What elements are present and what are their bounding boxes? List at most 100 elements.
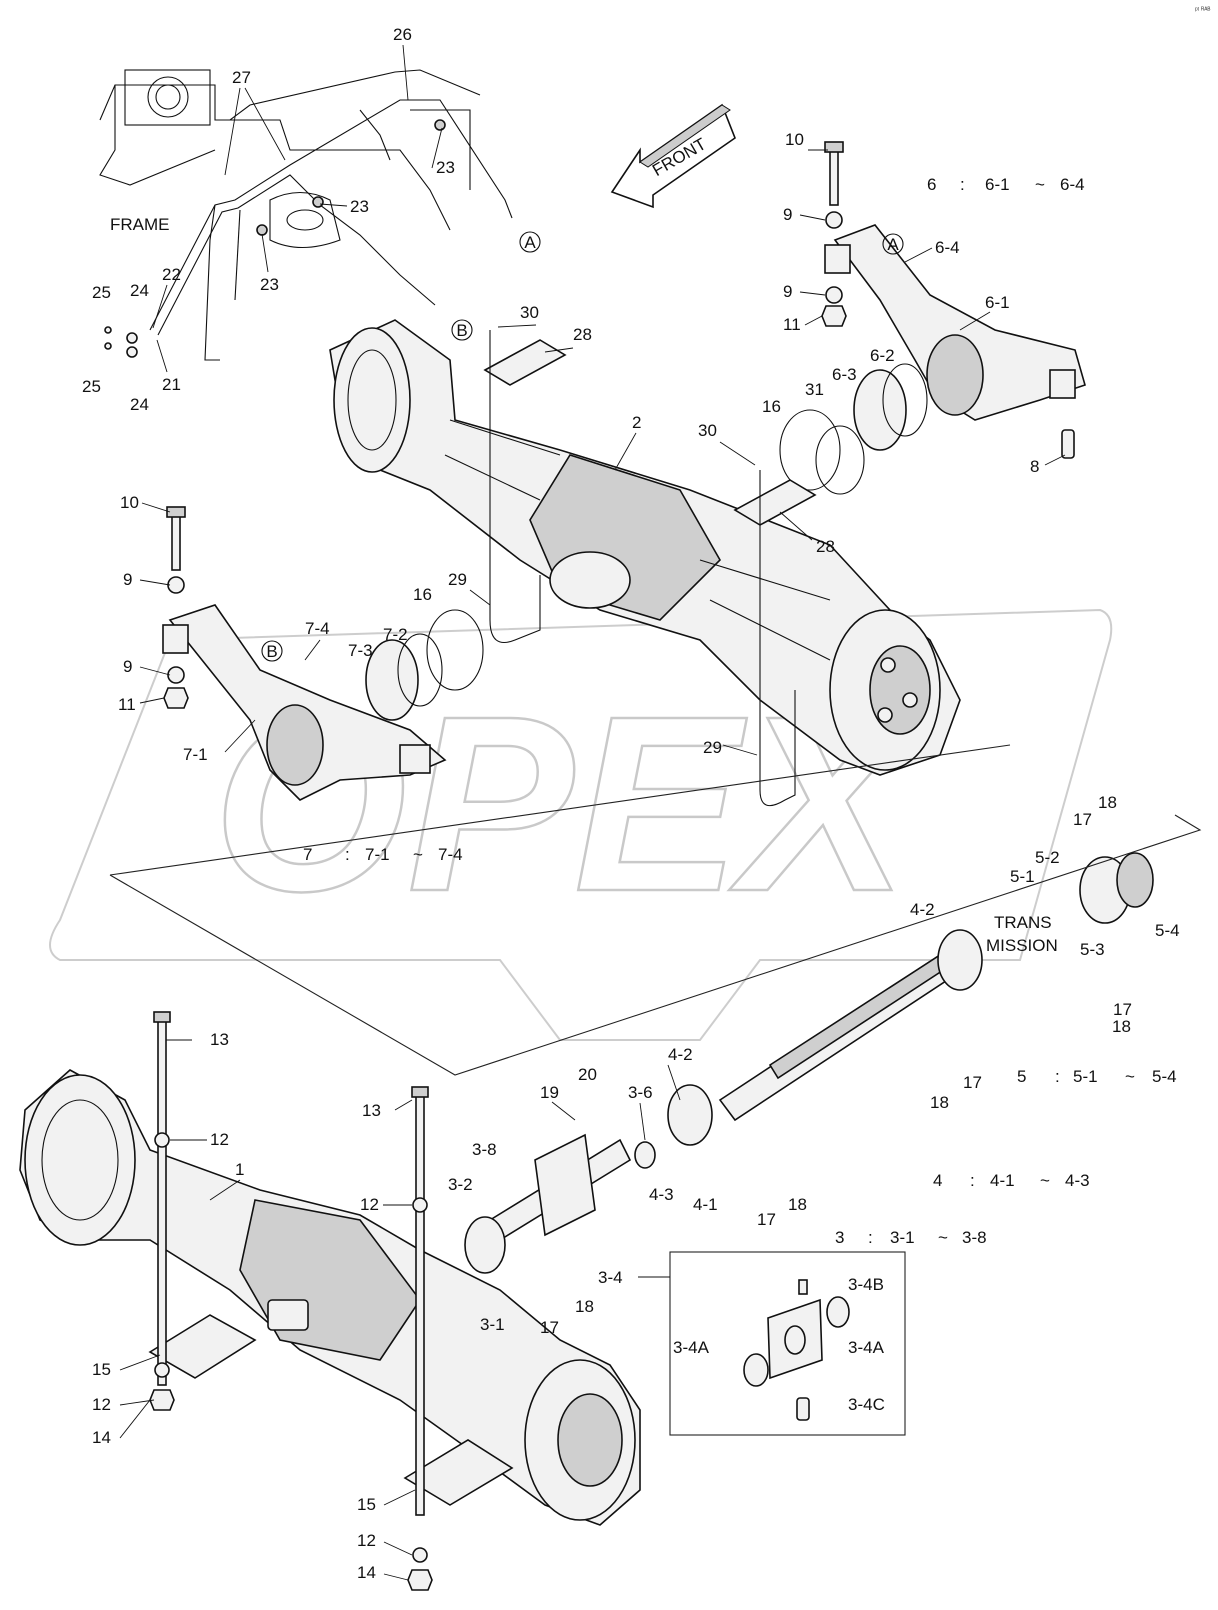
callout-17e: 17 — [540, 1318, 559, 1337]
kit-note-4-from: 4-1 — [990, 1171, 1015, 1190]
callout-5-3: 5-3 — [1080, 940, 1105, 959]
callout-12b: 12 — [92, 1395, 111, 1414]
brake-lines — [149, 99, 513, 336]
connector-b-label-1: B — [456, 321, 467, 340]
callout-18e: 18 — [575, 1297, 594, 1316]
callout-6-3: 6-3 — [832, 365, 857, 384]
support-bracket-7-1 — [162, 506, 447, 801]
callout-31: 31 — [805, 380, 824, 399]
kit-note-6-to: 6-4 — [1060, 175, 1085, 194]
callout-2: 2 — [632, 413, 641, 432]
callout-23a: 23 — [436, 158, 455, 177]
callout-14a: 14 — [92, 1428, 111, 1447]
kit-frame-line-1 — [109, 814, 1202, 1076]
kit-note-3-to: 3-8 — [962, 1228, 987, 1247]
callout-14b: 14 — [357, 1563, 376, 1582]
callout-3-4b: 3-4B — [848, 1275, 884, 1294]
kit-note-6-assy: 6 — [927, 175, 936, 194]
callout-17a: 17 — [1073, 810, 1092, 829]
kit-note-7-tilde: ~ — [413, 845, 423, 864]
drive-shaft-4 — [667, 929, 983, 1146]
callout-5-1: 5-1 — [1010, 867, 1035, 886]
kit-note-5-to: 5-4 — [1152, 1067, 1177, 1086]
coupling-5 — [1079, 852, 1154, 924]
callout-19: 19 — [540, 1083, 559, 1102]
callout-3-6: 3-6 — [628, 1083, 653, 1102]
callout-7-4: 7-4 — [305, 619, 330, 638]
callout-30a: 30 — [520, 303, 539, 322]
u-bolt-29b — [759, 470, 796, 807]
callout-12d: 12 — [357, 1531, 376, 1550]
kit-frame-line-2 — [109, 744, 1011, 876]
callout-8: 8 — [1030, 457, 1039, 476]
callout-16a: 16 — [762, 397, 781, 416]
callout-6-2: 6-2 — [870, 346, 895, 365]
callout-4-1: 4-1 — [693, 1195, 718, 1214]
connector-a-label-1: A — [524, 233, 536, 252]
kit-note-3-from: 3-1 — [890, 1228, 915, 1247]
bushings-and-seals — [365, 363, 928, 721]
kit-note-6-from: 6-1 — [985, 175, 1010, 194]
front-direction-arrow: FRONT — [610, 103, 736, 209]
callout-4-2a: 4-2 — [910, 900, 935, 919]
connector-a-label-2: A — [887, 235, 899, 254]
callout-labels: 26 27 23 23 23 22 21 24 24 25 25 30 28 2… — [82, 25, 1180, 1582]
callout-18b: 18 — [1112, 1017, 1131, 1036]
callout-3-4a-right: 3-4A — [848, 1338, 885, 1357]
callout-17d: 17 — [757, 1210, 776, 1229]
callout-6-4: 6-4 — [935, 238, 960, 257]
kit-note-5-from: 5-1 — [1073, 1067, 1098, 1086]
kit-note-7-from: 7-1 — [365, 845, 390, 864]
bolts-13 — [149, 1011, 433, 1591]
callout-26: 26 — [393, 25, 412, 44]
callout-21: 21 — [162, 375, 181, 394]
callout-30b: 30 — [698, 421, 717, 440]
callout-23c: 23 — [260, 275, 279, 294]
callout-16b: 16 — [413, 585, 432, 604]
callout-22: 22 — [162, 265, 181, 284]
callout-12a: 12 — [210, 1130, 229, 1149]
callout-1: 1 — [235, 1160, 244, 1179]
kit-note-7: 7 : 7-1 ~ 7-4 — [303, 845, 463, 864]
inset-3-4 — [669, 1251, 906, 1436]
callout-17c: 17 — [963, 1073, 982, 1092]
callout-7-1: 7-1 — [183, 745, 208, 764]
drive-shaft-3 — [464, 1133, 656, 1274]
kit-note-4: 4 : 4-1 ~ 4-3 — [933, 1171, 1090, 1190]
callout-3-4: 3-4 — [598, 1268, 623, 1287]
kit-note-5-tilde: ~ — [1125, 1067, 1135, 1086]
callout-3-4c: 3-4C — [848, 1395, 885, 1414]
callout-11a: 11 — [783, 315, 801, 334]
callout-3-2: 3-2 — [448, 1175, 473, 1194]
mission-label: MISSION — [986, 936, 1058, 955]
callout-9d: 9 — [123, 657, 132, 676]
callout-9c: 9 — [123, 570, 132, 589]
frame-label: FRAME — [110, 215, 170, 234]
u-bolt-29a — [489, 330, 541, 644]
callout-17b: 17 — [1113, 1000, 1132, 1019]
mount-plate-15b — [403, 1439, 514, 1506]
callout-24a: 24 — [130, 281, 149, 300]
mount-plate-15a — [148, 1314, 257, 1379]
callout-27: 27 — [232, 68, 251, 87]
callout-28b: 28 — [816, 537, 835, 556]
callout-20: 20 — [578, 1065, 597, 1084]
callout-29b: 29 — [703, 738, 722, 757]
kit-note-7-to: 7-4 — [438, 845, 463, 864]
callout-18c: 18 — [930, 1093, 949, 1112]
rear-axle-assembly — [329, 319, 961, 776]
callout-28a: 28 — [573, 325, 592, 344]
callout-4-3: 4-3 — [649, 1185, 674, 1204]
callout-4-2b: 4-2 — [668, 1045, 693, 1064]
kit-note-5-sep: : — [1055, 1067, 1060, 1086]
kit-note-3-tilde: ~ — [938, 1228, 948, 1247]
connector-a-circle — [519, 231, 541, 253]
block-28a — [483, 339, 567, 386]
kit-note-5: 5 : 5-1 ~ 5-4 — [1017, 1067, 1177, 1086]
callout-18d: 18 — [788, 1195, 807, 1214]
kit-note-3-sep: : — [868, 1228, 873, 1247]
callout-13a: 13 — [210, 1030, 229, 1049]
callout-5-2: 5-2 — [1035, 848, 1060, 867]
callout-11b: 11 — [118, 695, 136, 714]
